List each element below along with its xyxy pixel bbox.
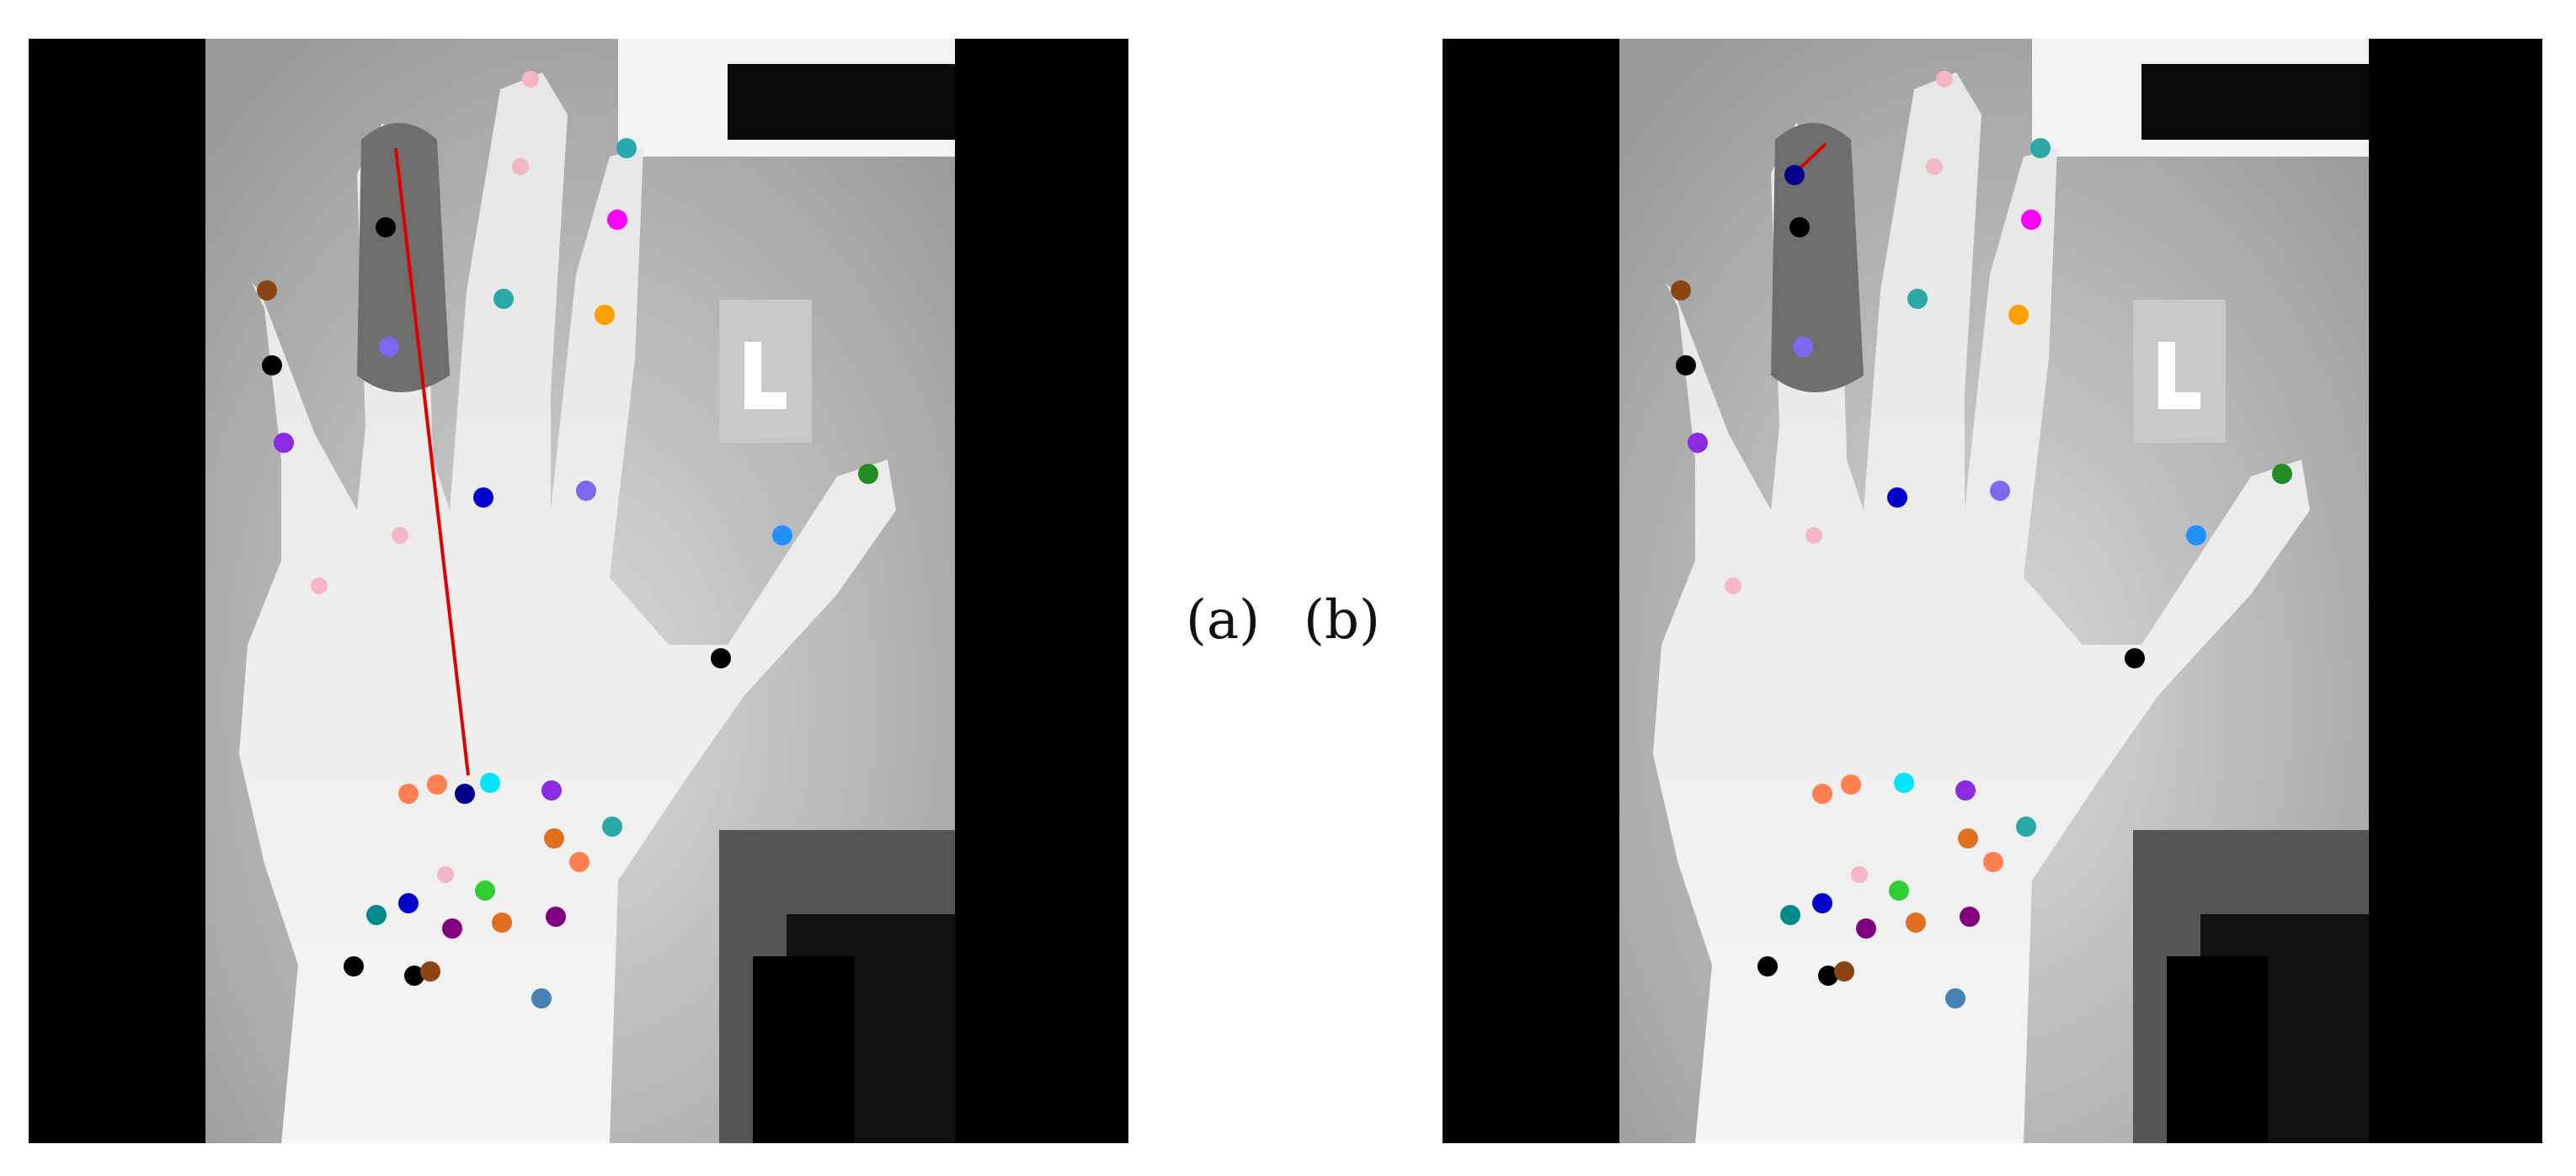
landmark-point — [711, 648, 731, 668]
landmark-point — [376, 217, 396, 237]
corner-block-black — [753, 956, 854, 1143]
landmark-point — [1945, 988, 1965, 1008]
landmark-point — [2016, 817, 2036, 837]
landmark-point — [2030, 138, 2051, 158]
landmark-point — [531, 988, 552, 1008]
landmark-point — [1960, 907, 1980, 927]
landmark-point — [398, 784, 419, 804]
landmark-point — [576, 481, 596, 501]
landmark-point — [1789, 217, 1810, 237]
landmark-point — [1834, 961, 1854, 982]
landmark-point — [595, 305, 615, 325]
panel-a-label: (a) — [1186, 589, 1261, 652]
landmark-point — [569, 852, 589, 872]
landmark-point — [858, 464, 878, 484]
landmark-point — [493, 289, 514, 309]
xray-panel-b — [1443, 39, 2542, 1143]
landmark-point — [475, 881, 495, 901]
landmark-point — [392, 527, 408, 544]
landmark-point — [541, 780, 562, 801]
label-plate-dark — [2141, 64, 2369, 140]
landmark-point — [772, 525, 792, 545]
landmark-point — [1990, 481, 2010, 501]
landmark-point — [427, 774, 447, 795]
landmark-points — [1671, 71, 2292, 1008]
finger-overlay — [357, 123, 450, 392]
landmark-point — [492, 913, 512, 933]
landmark-point — [607, 210, 627, 230]
landmark-point — [2272, 464, 2292, 484]
landmark-point — [379, 337, 399, 357]
hand-xray-image-a — [29, 39, 1128, 1143]
landmark-point — [1955, 780, 1976, 801]
corner-block-black — [2167, 956, 2268, 1143]
landmark-point — [1841, 774, 1861, 795]
landmark-point — [546, 907, 566, 927]
landmark-point — [262, 355, 282, 375]
side-marker-letter — [744, 342, 787, 409]
label-plate-dark — [728, 64, 955, 140]
landmark-point — [442, 918, 462, 939]
landmark-point — [480, 773, 500, 793]
landmark-point — [1676, 355, 1696, 375]
side-marker — [2133, 300, 2226, 443]
landmark-point — [1894, 773, 1914, 793]
landmark-point — [2008, 305, 2029, 325]
landmark-point — [1958, 828, 1978, 849]
landmark-point — [1793, 337, 1813, 357]
landmark-point — [311, 577, 328, 594]
landmark-point — [344, 956, 364, 976]
landmark-point — [398, 893, 419, 913]
panel-b-label: (b) — [1304, 589, 1380, 652]
landmark-point — [1671, 280, 1691, 301]
landmark-point — [1906, 913, 1926, 933]
side-marker — [719, 300, 812, 443]
landmark-point — [1812, 784, 1832, 804]
landmark-point — [544, 828, 564, 849]
landmark-point — [1851, 866, 1868, 883]
landmark-point — [404, 966, 424, 986]
landmark-point — [1818, 966, 1838, 986]
landmark-point — [616, 138, 637, 158]
landmark-point — [1907, 289, 1928, 309]
landmark-point — [1983, 852, 2003, 872]
landmark-point — [1812, 893, 1832, 913]
landmark-point — [1889, 881, 1909, 901]
landmark-point — [1926, 158, 1943, 175]
landmark-point — [1936, 71, 1953, 88]
finger-overlay — [1771, 123, 1864, 392]
landmark-point — [522, 71, 539, 88]
xray-panel-a — [29, 39, 1128, 1143]
prediction-line — [394, 147, 470, 776]
landmark-point — [1856, 918, 1876, 939]
landmark-points — [257, 71, 878, 1008]
landmark-point — [1757, 956, 1778, 976]
landmark-point — [602, 817, 622, 837]
landmark-point — [1725, 577, 1741, 594]
landmark-point — [2186, 525, 2206, 545]
landmark-point — [1887, 487, 1907, 508]
landmark-point — [1805, 527, 1822, 544]
landmark-point — [1780, 905, 1800, 925]
landmark-point — [437, 866, 454, 883]
landmark-point — [274, 433, 294, 453]
landmark-point — [2125, 648, 2145, 668]
landmark-point — [455, 784, 475, 804]
landmark-point — [1688, 433, 1708, 453]
side-marker-letter — [2158, 342, 2200, 409]
landmark-point — [2021, 210, 2041, 230]
landmark-point — [1784, 165, 1805, 185]
hand-xray-image-b — [1443, 39, 2542, 1143]
landmark-point — [512, 158, 529, 175]
landmark-point — [257, 280, 277, 301]
landmark-point — [366, 905, 387, 925]
landmark-point — [473, 487, 493, 508]
landmark-point — [420, 961, 440, 982]
